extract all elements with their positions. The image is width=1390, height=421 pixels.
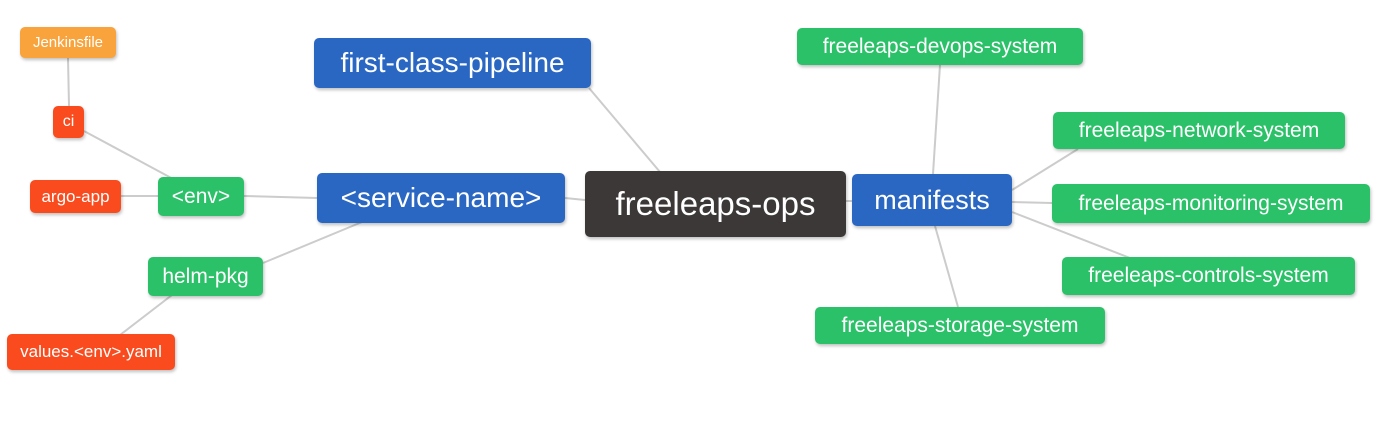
edge-values-helm-pkg [119,294,173,336]
node-first-class-pipeline[interactable]: first-class-pipeline [314,38,591,88]
node-manifests[interactable]: manifests [852,174,1012,226]
node-values-env-yaml[interactable]: values.<env>.yaml [7,334,175,370]
node-freeleaps-ops-root[interactable]: freeleaps-ops [585,171,846,237]
edge-jenkinsfile-ci [67,57,70,107]
node-ci[interactable]: ci [53,106,84,138]
edge-helm-pkg-service-name [262,221,363,264]
node-freeleaps-controls-system[interactable]: freeleaps-controls-system [1062,257,1355,295]
edge-manifests-storage [934,225,959,308]
node-service-name[interactable]: <service-name> [317,173,565,223]
node-freeleaps-network-system[interactable]: freeleaps-network-system [1053,112,1345,149]
edge-manifests-controls [1011,211,1131,259]
node-freeleaps-monitoring-system[interactable]: freeleaps-monitoring-system [1052,184,1370,223]
edge-env-service-name [243,195,318,199]
node-env[interactable]: <env> [158,177,244,216]
edge-manifests-devops [932,64,941,175]
edge-service-name-ops [564,197,586,201]
node-argo-app[interactable]: argo-app [30,180,121,213]
node-freeleaps-storage-system[interactable]: freeleaps-storage-system [815,307,1105,344]
edge-ci-env [83,130,176,181]
node-freeleaps-devops-system[interactable]: freeleaps-devops-system [797,28,1083,65]
node-jenkinsfile[interactable]: Jenkinsfile [20,27,116,58]
edge-manifests-network [1011,148,1079,191]
node-helm-pkg[interactable]: helm-pkg [148,257,263,296]
edge-pipeline-ops [588,87,661,173]
edge-manifests-monitoring [1011,201,1053,204]
